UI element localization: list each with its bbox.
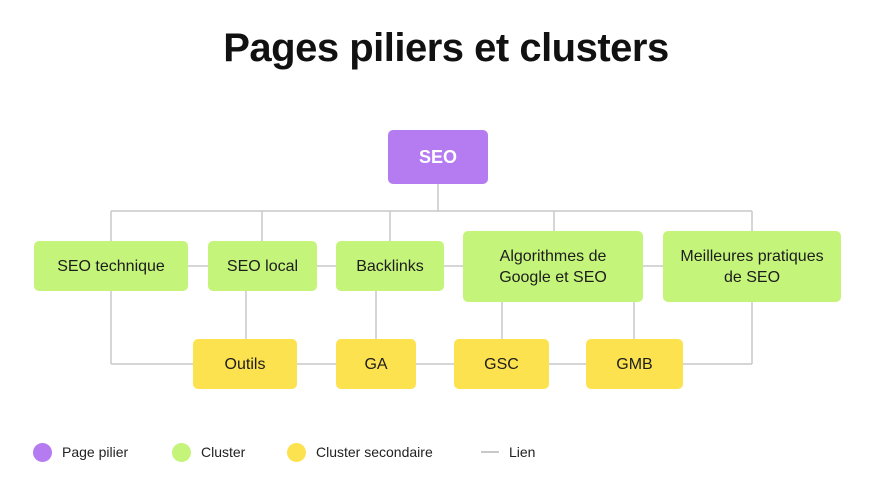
cluster-node-seo-local: SEO local (208, 241, 317, 291)
cluster-label: SEO local (226, 257, 299, 275)
secondary-cluster-label: GSC (484, 355, 519, 373)
cluster-node-algorithmes: Algorithmes de Google et SEO (463, 231, 643, 302)
legend-label: Cluster secondaire (316, 444, 433, 460)
legend-label: Lien (509, 444, 536, 460)
legend-label: Page pilier (62, 444, 129, 460)
secondary-cluster-label: GMB (616, 355, 653, 373)
secondary-cluster-label: GA (364, 355, 388, 373)
pillar-node-seo: SEO (388, 130, 488, 184)
purple-dot-icon (33, 442, 52, 462)
cluster-label: Meilleures pratiques de SEO (680, 247, 824, 286)
secondary-cluster-node-ga: GA (336, 339, 416, 389)
cluster-node-meilleures-pratiques: Meilleures pratiques de SEO (663, 231, 841, 302)
secondary-cluster-node-outils: Outils (193, 339, 297, 389)
legend-item-page-pilier: Page pilier (33, 441, 128, 463)
cluster-label: SEO technique (57, 257, 165, 275)
gray-line-icon (481, 451, 499, 453)
secondary-cluster-node-gmb: GMB (586, 339, 683, 389)
cluster-label: Backlinks (356, 257, 424, 275)
legend-item-cluster-secondaire: Cluster secondaire (287, 441, 433, 463)
pillar-label: SEO (418, 146, 457, 167)
secondary-cluster-node-gsc: GSC (454, 339, 549, 389)
green-dot-icon (172, 442, 191, 462)
secondary-cluster-label: Outils (224, 355, 266, 373)
diagram-title: Pages piliers et clusters (223, 26, 669, 70)
legend-item-cluster: Cluster (172, 441, 245, 463)
cluster-label: Algorithmes de Google et SEO (499, 247, 607, 286)
cluster-node-seo-technique: SEO technique (34, 241, 188, 291)
legend-label: Cluster (201, 444, 246, 460)
yellow-dot-icon (287, 442, 306, 462)
cluster-node-backlinks: Backlinks (336, 241, 444, 291)
legend-item-lien: Lien (481, 441, 535, 463)
